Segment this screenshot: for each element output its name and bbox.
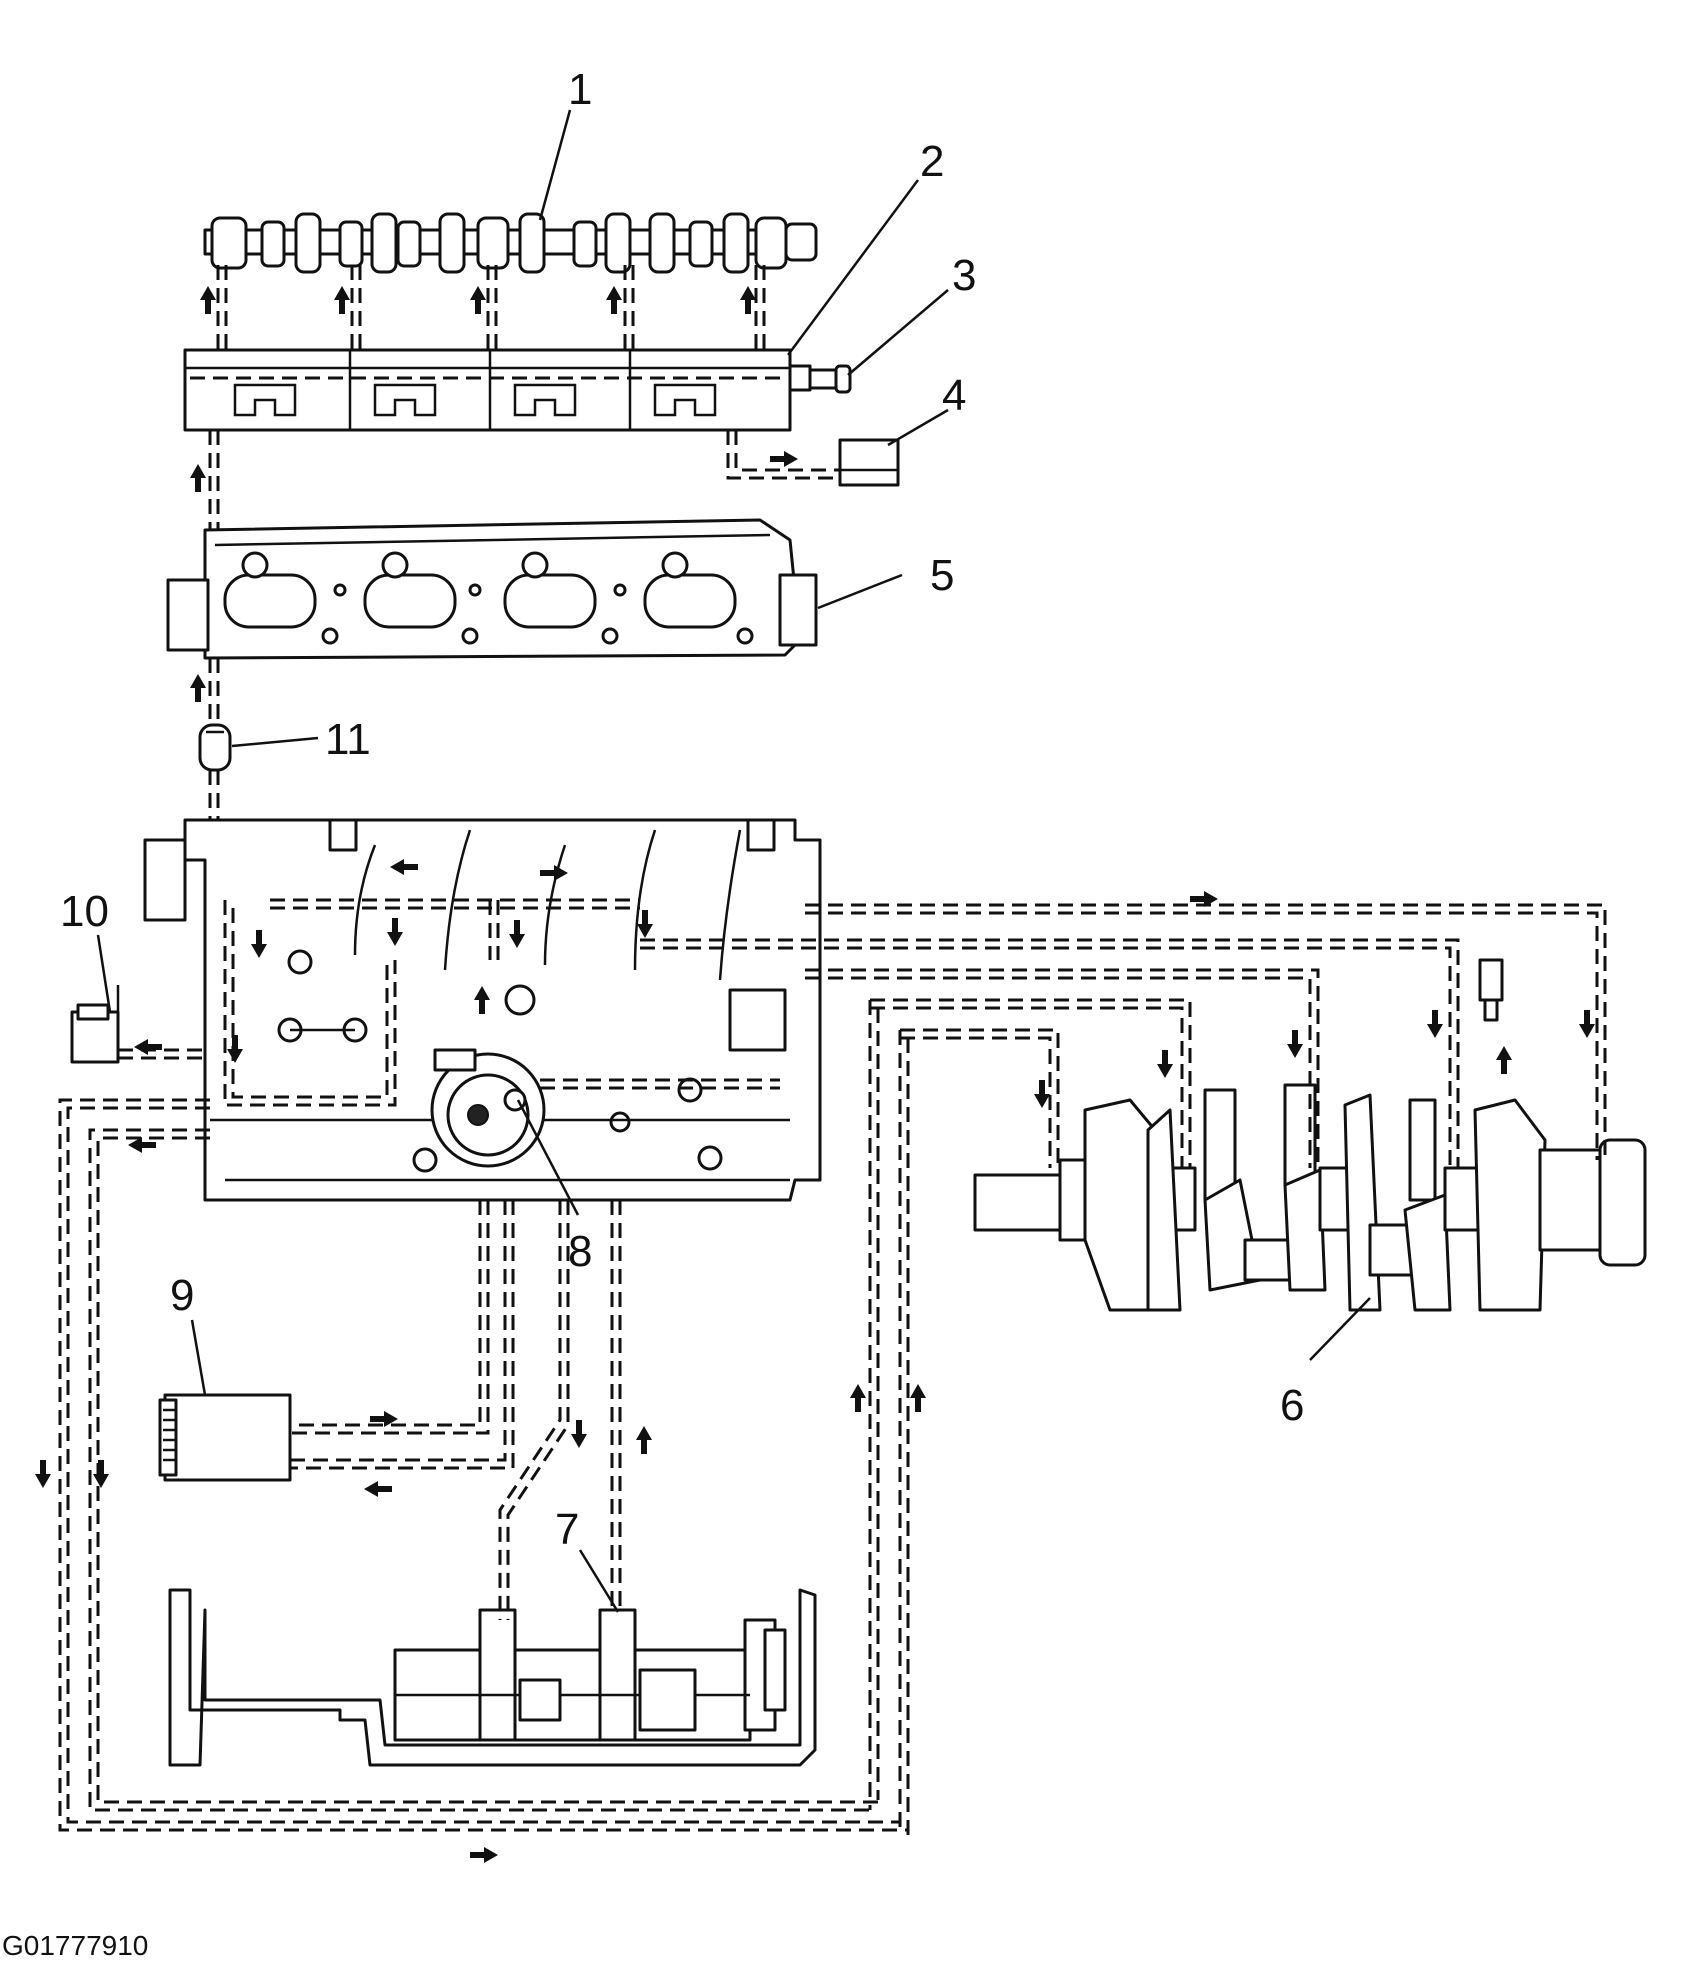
callout-4: 4 [942,371,966,420]
camshaft-housing [183,348,812,432]
timing-tensioner [838,438,900,487]
callout-labels: 1 2 3 4 5 6 7 8 9 10 11 G01777910 [2,65,1304,1961]
callout-6: 6 [1280,1381,1304,1430]
oil-filter [158,1393,292,1482]
camshaft [203,212,818,274]
balance-shaft [393,1608,787,1742]
leader-lines [96,109,1371,1613]
callout-10: 10 [60,887,109,936]
callout-8: 8 [568,1227,592,1276]
callout-7: 7 [555,1505,579,1554]
callout-3: 3 [952,251,976,300]
oil-pressure-fitting [808,364,852,394]
callout-9: 9 [170,1271,194,1320]
callout-5: 5 [930,551,954,600]
flow-arrows [35,286,1595,1863]
oil-passages [58,265,1607,1840]
callout-2: 2 [920,137,944,186]
oil-pan [168,1588,817,1767]
cylinder-head [166,518,818,660]
oil-restrictor [198,723,232,772]
oil-pressure-switch [70,985,120,1064]
callout-1: 1 [568,65,592,114]
crankshaft [973,958,1647,1312]
figure-code: G01777910 [2,1930,148,1961]
callout-11: 11 [325,715,371,764]
